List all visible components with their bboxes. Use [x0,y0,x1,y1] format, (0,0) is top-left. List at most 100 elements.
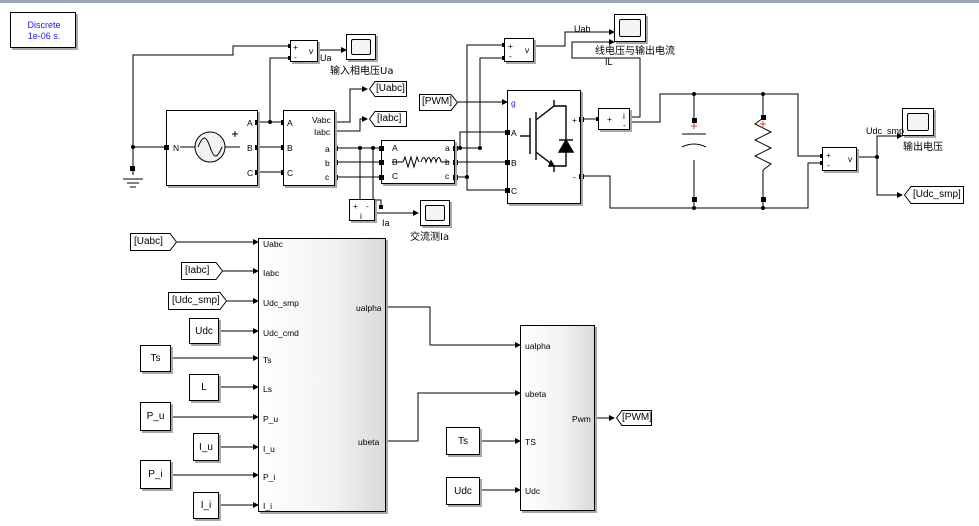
from-pwm-label: [PWM] [422,96,452,107]
goto-iabc-tag[interactable]: [Iabc] [369,111,407,127]
pwm-subsystem[interactable]: ualpha ubeta TS Udc Pwm [520,325,595,511]
constant-ts[interactable]: Ts [140,345,171,372]
constant-i-u[interactable]: I_u [193,433,219,461]
vm-ua-minus: - [294,52,297,62]
cm-il-i: i [623,111,625,121]
ground-icon [123,178,143,188]
cm-ia-minus: - [366,201,369,211]
ac-source-icon [180,131,240,163]
cap-plus-marks [691,121,766,129]
current-measurement-il[interactable]: + i - [598,108,630,130]
cm-ia-plus: + [353,201,358,211]
cm-ia-i: i [360,211,362,221]
ctrl-in-i-u: I_u [263,444,275,454]
top-border [0,0,979,3]
from-udc-smp-tag[interactable]: [Udc_smp] [168,292,227,310]
source-port-n: N [173,143,180,153]
rl-port-a-in: A [392,143,398,153]
goto-pwm-tag[interactable]: [PWM] [616,410,652,426]
source-port-a: A [247,118,253,128]
source-port-c: C [247,168,254,178]
vm-udc-minus: - [827,160,830,170]
pwm-out-pwm: Pwm [572,414,591,424]
ctrl-in-ts: Ts [263,355,272,365]
rl-port-c-in: C [392,171,399,181]
constant-udc-pwm[interactable]: Udc [446,477,480,505]
ctrl-in-udc-cmd: Udc_cmd [263,328,299,338]
meas-port-a-in: A [287,118,293,128]
constant-udc[interactable]: Udc [189,318,219,344]
three-phase-source-block[interactable]: N A B C [166,110,258,186]
signal-label-ua: Ua [320,53,332,63]
scope-label-line-voltage-output-current: 线电压与输出电流 [595,46,675,57]
from-pwm-tag[interactable]: [PWM] [419,94,458,111]
constant-i-i[interactable]: I_i [193,492,219,519]
goto-udc-smp-label: [Udc_smp] [913,189,961,200]
pwm-in-udc: Udc [525,486,541,496]
rl-port-c-out: c [445,171,450,181]
vm-uab-minus: - [509,51,512,61]
meas-port-b-out: b [325,158,330,168]
rl-port-b-out: b [445,157,450,167]
meas-port-vabc: Vabc [312,115,331,125]
voltage-measurement-ua[interactable]: + - v [290,40,318,62]
scope-input-phase-voltage[interactable] [346,34,376,60]
pwm-in-ubeta: ubeta [525,389,547,399]
goto-iabc-label: [Iabc] [377,113,402,124]
from-udc-smp-label: [Udc_smp] [172,295,220,306]
ctrl-in-ls: Ls [263,384,272,394]
controller-subsystem[interactable]: Uabc Iabc Udc_smp Udc_cmd Ts Ls P_u I_u … [258,238,386,512]
powergui-solver-block[interactable]: Discrete 1e-06 s. [10,12,76,48]
voltage-measurement-udc[interactable]: + - v [822,147,857,171]
current-measurement-ia[interactable]: + - i [349,199,375,221]
igbt-port-b: B [511,158,517,168]
ctrl-in-udc-smp: Udc_smp [263,298,299,308]
goto-uabc-label: [Uabc] [376,83,405,94]
rl-branch-icon [392,155,449,169]
ctrl-in-uabc: Uabc [263,239,283,249]
constant-p-i[interactable]: P_i [140,460,171,489]
igbt-port-c: C [511,186,518,196]
vm-udc-plus: + [826,150,831,160]
igbt-port-minus: - [573,172,576,182]
constant-ts-pwm[interactable]: Ts [446,427,480,455]
scope-ac-source-ia[interactable] [420,200,450,226]
ctrl-in-p-i: P_i [263,472,276,482]
meas-port-c-in: C [287,168,294,178]
from-iabc-label: [Iabc] [185,265,210,276]
meas-port-c-out: c [325,172,330,182]
signal-label-udc-smp: Udc_smp [866,126,905,136]
vm-uab-v: v [525,45,530,55]
constant-p-u[interactable]: P_u [140,402,171,431]
three-phase-measurement-block[interactable]: A B C Vabc Iabc a b c [283,110,335,186]
igbt-bridge-block[interactable]: g A B C + - [507,90,581,204]
voltage-measurement-uab[interactable]: + - v [504,38,534,62]
wires [132,29,903,508]
from-uabc-label: [Uabc] [134,236,163,247]
igbt-port-g: g [511,98,516,108]
goto-uabc-tag[interactable]: [Uabc] [369,81,407,97]
constant-l[interactable]: L [189,374,219,401]
scope-label-output-voltage: 输出电压 [903,142,943,153]
scope-output-voltage[interactable] [902,108,934,136]
scope-line-voltage-output-current[interactable] [614,14,646,42]
meas-port-iabc: Iabc [314,127,331,137]
meas-port-b-in: B [287,143,293,153]
solver-line1: Discrete [27,20,61,30]
ctrl-out-ubeta: ubeta [358,437,380,447]
vm-uab-plus: + [508,41,513,51]
scope-label-input-phase-voltage: 输入相电压Ua [330,66,394,77]
meas-port-a-out: a [325,144,330,154]
solver-line2: 1e-06 s. [27,31,61,41]
junction-dots [131,92,879,210]
signal-label-uab: Uab [574,24,591,34]
goto-udc-smp-tag[interactable]: [Udc_smp] [904,186,964,204]
from-iabc-tag[interactable]: [Iabc] [181,262,223,280]
ctrl-in-iabc: Iabc [263,268,280,278]
rl-port-a-out: a [445,143,450,153]
three-phase-rl-branch-block[interactable]: A B C a b c [381,140,455,184]
vm-ua-plus: + [293,42,298,52]
vm-udc-v: v [848,154,853,164]
from-uabc-tag[interactable]: [Uabc] [130,233,177,251]
